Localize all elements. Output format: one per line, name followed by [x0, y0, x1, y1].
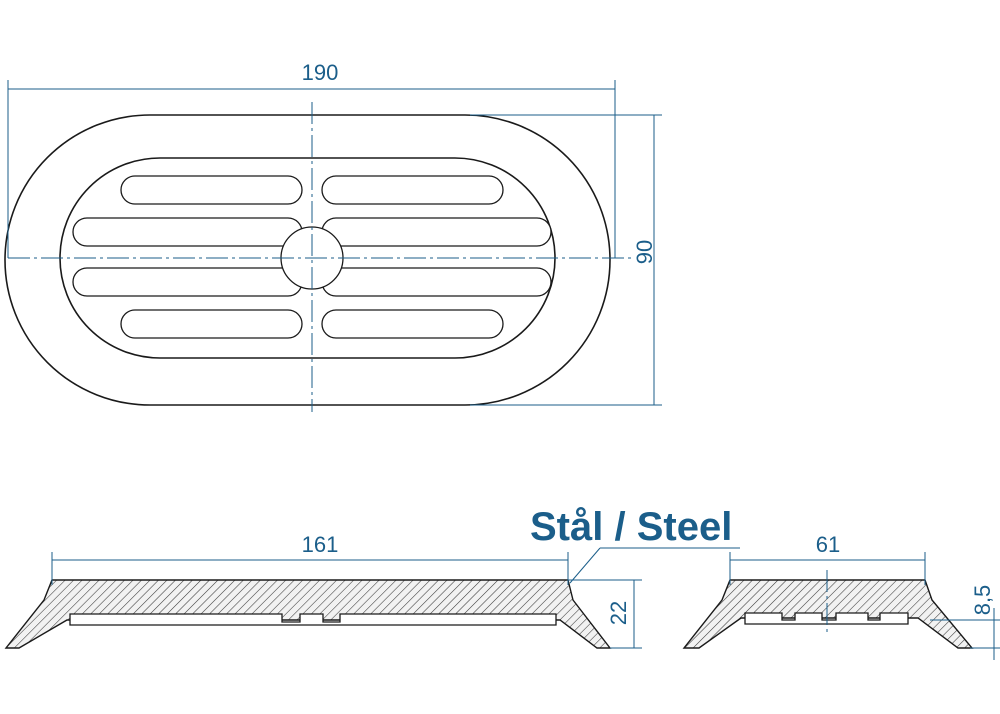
- dimension-end-height-label: 8,5: [970, 585, 995, 616]
- end-body: [682, 579, 974, 649]
- slot-left-1: [120, 175, 303, 205]
- outer-outline: [4, 114, 611, 406]
- end-view: 61 8,5: [682, 532, 1000, 660]
- dimension-end-width-label: 61: [816, 532, 840, 557]
- dimension-height: 90: [470, 114, 662, 406]
- slot-left-3: [72, 267, 303, 297]
- dimension-width: 190: [7, 60, 616, 258]
- slot-left-2: [72, 217, 303, 247]
- dimension-end-height: 8,5: [930, 585, 1000, 660]
- slot-right-1: [321, 175, 504, 205]
- dimension-end-width: 61: [729, 532, 926, 585]
- slot-right-2: [321, 217, 552, 247]
- dimension-side-length-label: 161: [302, 532, 339, 557]
- end-steel-plate: [744, 612, 909, 625]
- dimension-height-label: 90: [632, 240, 657, 264]
- slot-left-4: [120, 309, 303, 339]
- inner-outline: [59, 157, 556, 359]
- slot-right-4: [321, 309, 504, 339]
- dimension-side-height: 22: [568, 579, 642, 649]
- side-view: 161 22 Stål / Steel: [4, 505, 740, 649]
- dimension-width-label: 190: [302, 60, 339, 85]
- side-steel-plate: [69, 613, 557, 626]
- dimension-side-height-label: 22: [606, 601, 631, 625]
- material-label: Stål / Steel: [530, 505, 732, 549]
- top-view: 190 90: [4, 60, 662, 412]
- dimension-side-length: 161: [51, 532, 569, 585]
- slot-right-3: [321, 267, 552, 297]
- material-leader: Stål / Steel: [530, 505, 740, 584]
